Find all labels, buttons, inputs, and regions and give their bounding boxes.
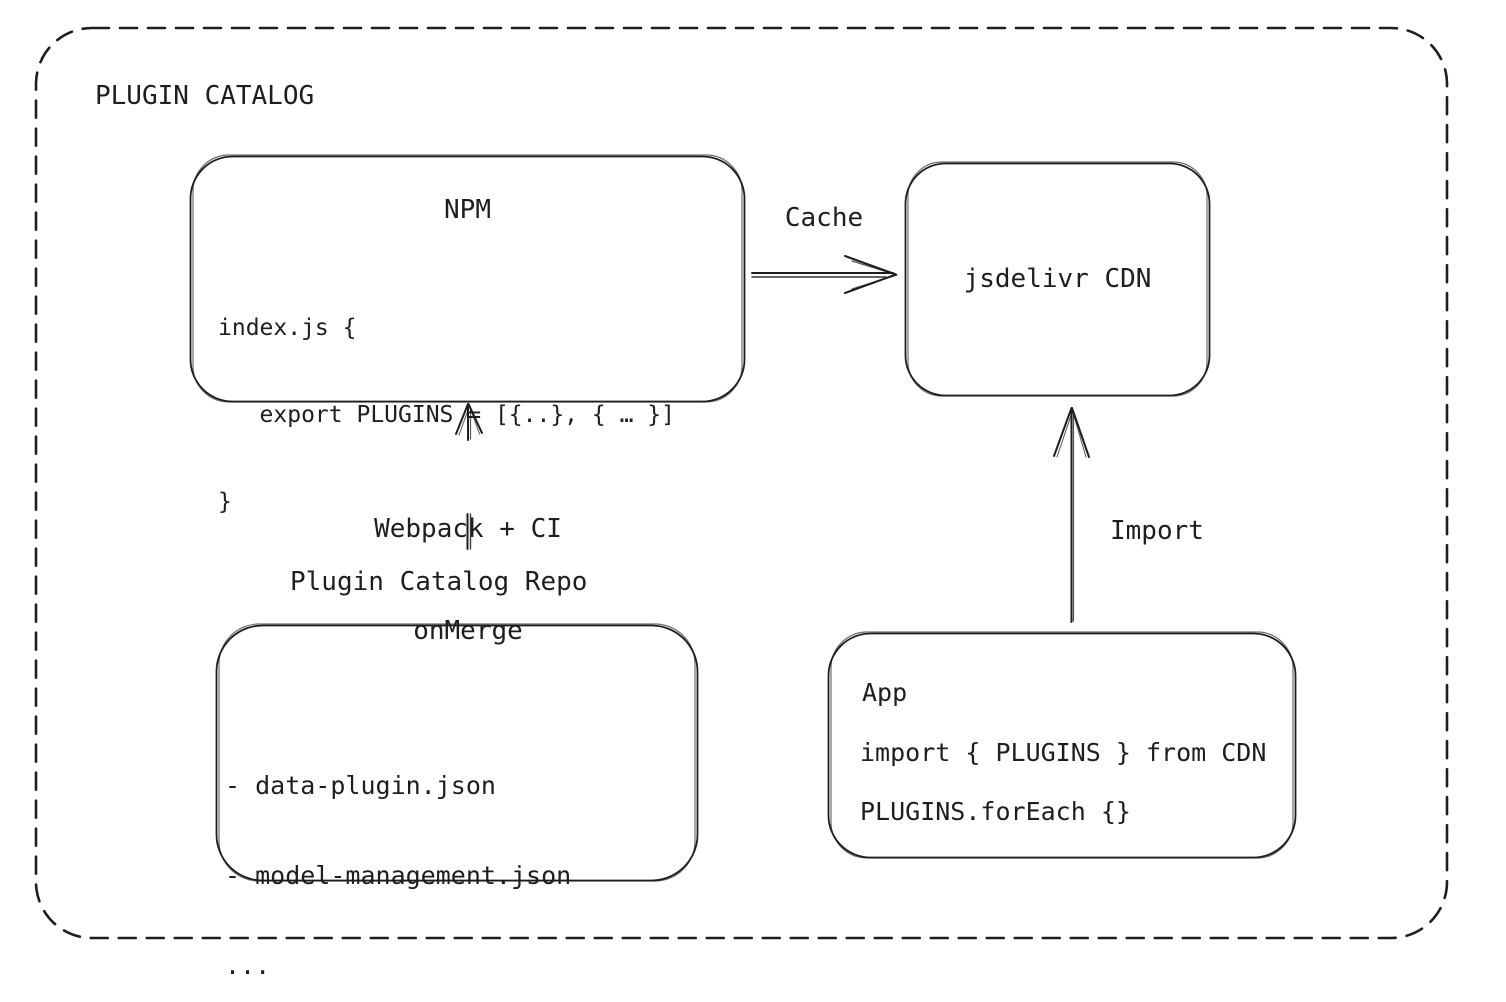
app-box <box>827 631 1297 859</box>
repo-file-item: - model-management.json <box>225 861 572 890</box>
npm-code-line: export PLUGINS = [{..}, { … }] <box>218 402 675 428</box>
npm-box <box>189 154 746 403</box>
repo-file-list: - data-plugin.json - model-management.js… <box>225 711 571 1002</box>
app-code-line: import { PLUGINS } from CDN <box>860 738 1267 767</box>
app-code-line: PLUGINS.forEach {} <box>860 797 1131 826</box>
cdn-box-label: jsdelivr CDN <box>963 264 1152 294</box>
repo-box-label: Plugin Catalog Repo <box>290 567 588 597</box>
build-arrow-label: Webpack + CI onMerge <box>348 444 588 716</box>
repo-file-item: ... <box>225 951 271 980</box>
app-box-title: App <box>862 678 908 707</box>
cache-arrow-label: Cache <box>784 203 864 233</box>
npm-code-line: } <box>218 489 232 515</box>
build-arrow-label-line: onMerge <box>413 616 523 646</box>
import-arrow <box>1053 407 1090 623</box>
cdn-box <box>904 161 1211 397</box>
diagram-title: PLUGIN CATALOG <box>95 81 315 111</box>
repo-box <box>215 623 699 882</box>
npm-code-line: index.js { <box>218 315 357 341</box>
cache-arrow <box>751 255 898 294</box>
catalog-boundary <box>34 26 1449 940</box>
build-arrow-label-line: Webpack + CI <box>374 514 562 544</box>
npm-code: index.js { export PLUGINS = [{..}, { … }… <box>218 256 675 575</box>
build-arrow <box>455 403 483 550</box>
repo-file-item: - data-plugin.json <box>225 771 496 800</box>
import-arrow-label: Import <box>1110 516 1204 546</box>
npm-box-title: NPM <box>444 195 491 225</box>
